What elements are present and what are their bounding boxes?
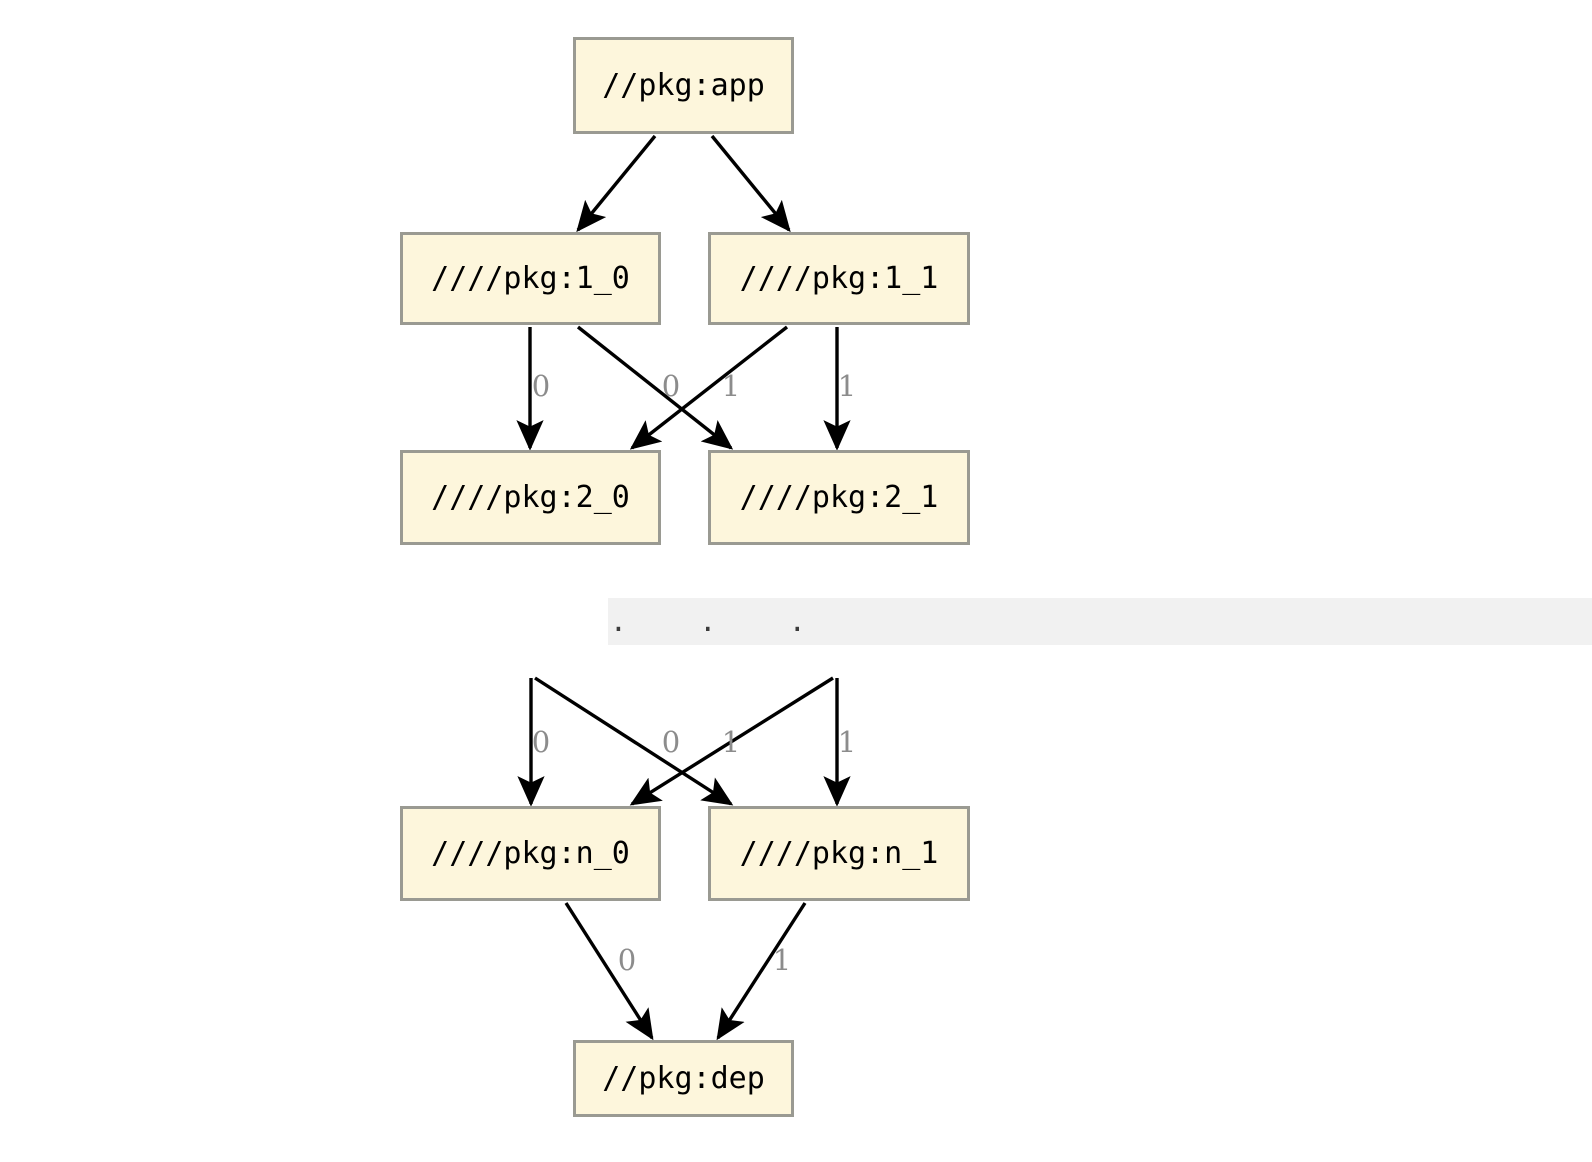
graph-node-label: //pkg:app [602, 68, 765, 103]
graph-edge [710, 134, 791, 233]
graph-node-label: ////pkg:1_1 [739, 261, 939, 296]
graph-node-label: ////pkg:n_0 [431, 836, 630, 871]
ellipsis-band: . . . [608, 598, 1592, 645]
graph-edge [716, 902, 807, 1041]
graph-edge [534, 676, 734, 806]
graph-edge [576, 134, 657, 233]
graph-node-n2_0[interactable]: ////pkg:2_0 [400, 450, 661, 545]
graph-node-n2_1[interactable]: ////pkg:2_1 [708, 450, 970, 545]
graph-node-label: ////pkg:1_0 [431, 261, 630, 296]
edge-label: 1 [837, 369, 857, 403]
edge-label: 0 [531, 369, 551, 403]
ellipsis-dots: . . . [613, 600, 822, 640]
graph-edge [576, 325, 734, 450]
graph-node-nn_0[interactable]: ////pkg:n_0 [400, 806, 661, 901]
graph-edge [629, 325, 789, 450]
graph-node-n1_0[interactable]: ////pkg:1_0 [400, 232, 661, 325]
graph-node-n1_1[interactable]: ////pkg:1_1 [708, 232, 970, 325]
graph-node-label: //pkg:dep [602, 1061, 765, 1096]
edge-label: 1 [772, 943, 792, 977]
graph-node-label: ////pkg:2_0 [431, 480, 630, 515]
edge-label: 0 [531, 725, 551, 759]
edge-label: 0 [617, 943, 637, 977]
graph-node-label: ////pkg:2_1 [739, 480, 939, 515]
graph-node-dep[interactable]: //pkg:dep [573, 1040, 794, 1117]
edge-label: 1 [721, 725, 741, 759]
graph-edge [564, 902, 654, 1041]
graph-node-app[interactable]: //pkg:app [573, 37, 794, 134]
edge-label: 1 [721, 369, 741, 403]
edge-label: 1 [837, 725, 857, 759]
graph-node-label: ////pkg:n_1 [739, 836, 939, 871]
edge-label: 0 [661, 725, 681, 759]
graph-node-nn_1[interactable]: ////pkg:n_1 [708, 806, 970, 901]
edge-label: 0 [661, 369, 681, 403]
